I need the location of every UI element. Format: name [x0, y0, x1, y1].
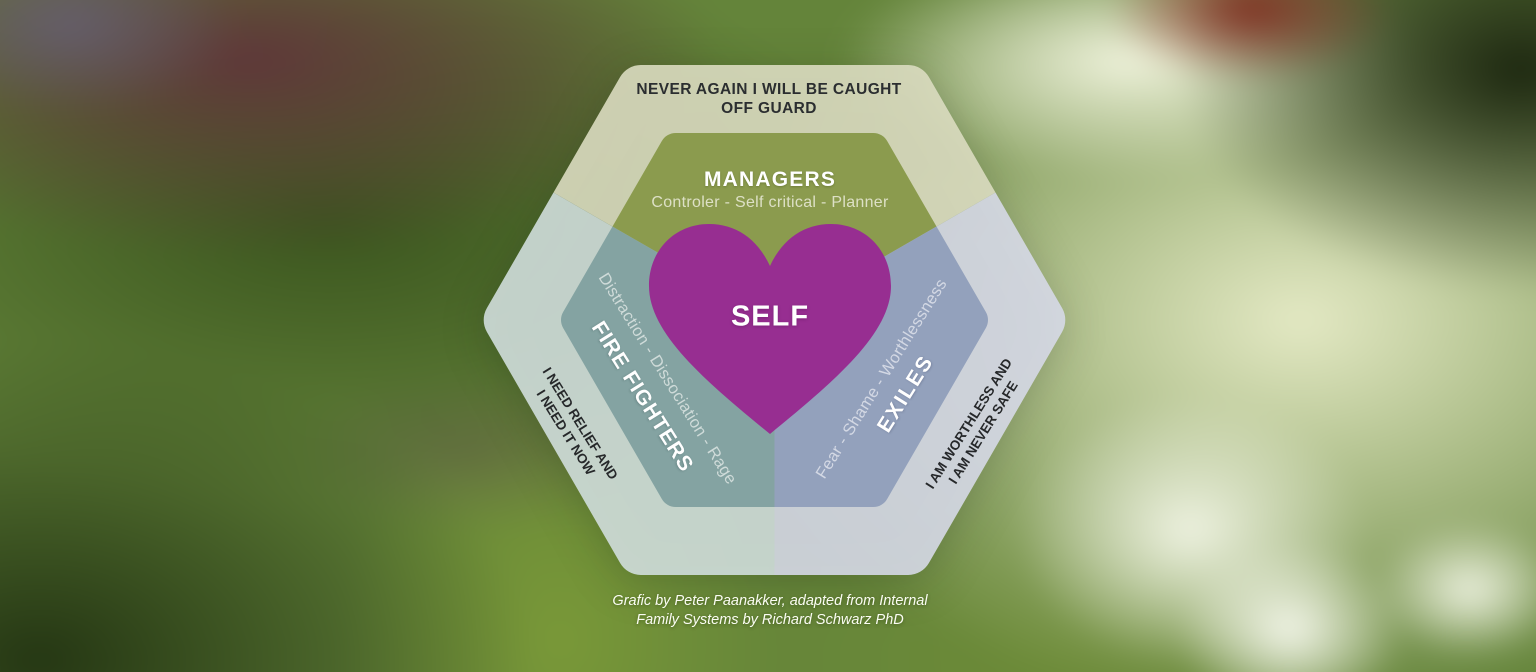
managers-title: MANAGERS	[703, 168, 837, 191]
self-heart-icon	[649, 224, 891, 434]
managers-subtitle: Controler - Self critical - Planner	[651, 194, 889, 211]
self-label: SELF	[730, 300, 810, 333]
attribution-caption-line2: Family Systems by Richard Schwarz PhD	[636, 612, 904, 628]
managers-outer-quote-line1: NEVER AGAIN I WILL BE CAUGHT	[636, 81, 902, 98]
inner-section-firefighters	[0, 0, 775, 672]
managers-outer-quote-line2: OFF GUARD	[721, 100, 817, 117]
attribution-caption: Grafic by Peter Paanakker, adapted from …	[612, 592, 927, 630]
managers-outer-quote: NEVER AGAIN I WILL BE CAUGHT OFF GUARD	[636, 80, 901, 118]
inner-section-exiles	[774, 0, 1536, 672]
attribution-caption-line1: Grafic by Peter Paanakker, adapted from …	[612, 593, 928, 609]
inner-section-managers	[219, 0, 1330, 320]
